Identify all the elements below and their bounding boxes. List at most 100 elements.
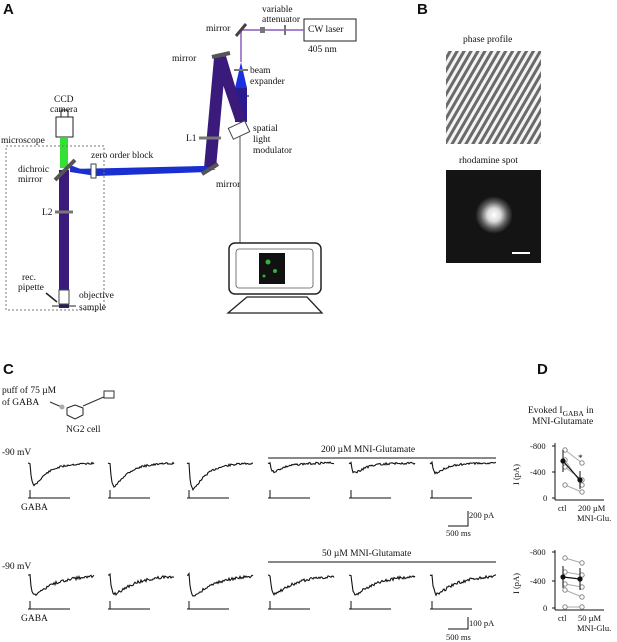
d-plot2-mean-line	[562, 576, 581, 580]
d-plot1-tick-label: 0	[543, 493, 547, 503]
dichroic-label-1: dichroic	[18, 165, 49, 175]
objective-label: objective	[79, 291, 114, 301]
d-plot1-point	[579, 489, 585, 495]
d-plot2-xcat-ctl: ctl	[558, 613, 567, 623]
recording-pipette-icon	[82, 395, 107, 407]
headstage-icon	[103, 390, 115, 399]
d-plot1-pair	[564, 484, 583, 493]
panel-label-d: D	[537, 361, 548, 378]
d-plot1-mean-line	[562, 460, 581, 481]
mirror-left-label: mirror	[172, 54, 197, 64]
phase-profile-label: phase profile	[463, 34, 512, 45]
ng2-cell-icon	[66, 404, 84, 420]
puff-droplet-icon	[59, 404, 65, 410]
attenuator-label-2: attenuator	[262, 15, 301, 25]
d-plot2-tick-label: -400	[530, 576, 546, 586]
d-title-1: Evoked IGABA in	[528, 406, 594, 418]
d-plot1-mean	[560, 458, 566, 464]
dichroic-label-2: mirror	[18, 175, 43, 185]
monitor-green-spot-3	[262, 274, 266, 278]
microscope-label: microscope	[1, 136, 45, 146]
d-plot2-point	[579, 594, 585, 600]
d-plot2-pair	[564, 571, 583, 576]
beam-horizontal-blue-3	[70, 168, 96, 176]
d-plot2-pair	[564, 583, 583, 588]
current-trace	[429, 460, 497, 475]
d-plot2-point	[562, 587, 568, 593]
current-trace	[28, 573, 95, 597]
d-plot1-ylabel: I (pA)	[511, 464, 521, 485]
d-plot-50: -800 -400 0 I (pA) ctl 50 µM MNI-Glu.	[511, 547, 611, 633]
current-trace	[348, 461, 416, 474]
rec-pipette-label-1: rec.	[22, 273, 36, 283]
beam-expander-cone	[235, 62, 247, 88]
rhodamine-spot-label: rhodamine spot	[459, 156, 518, 166]
scale-bar-row2	[448, 617, 469, 630]
beam-mirror-to-lower-mirror	[204, 58, 226, 168]
l1-label: L1	[186, 134, 197, 144]
d-plot1-point	[579, 460, 585, 466]
rec-pipette-icon	[45, 292, 58, 303]
mirror-bottom-label: mirror	[216, 180, 241, 190]
panel-label-b: B	[417, 1, 428, 18]
monitor-image	[259, 253, 285, 284]
current-trace	[186, 462, 254, 492]
holding-potential-row2: -90 mV	[2, 562, 31, 572]
ccd-camera-lens-icon	[60, 109, 69, 118]
scale2-y-label: 100 pA	[469, 618, 495, 628]
sample-label: sample	[79, 303, 106, 313]
current-trace	[107, 461, 175, 488]
holding-potential-row1: -90 mV	[2, 448, 31, 458]
current-trace	[348, 574, 416, 596]
beam-vertical-to-objective	[59, 170, 69, 308]
d-plot1-xcat-drug-1: 200 µM	[578, 503, 606, 513]
d-plot1-point	[562, 482, 568, 488]
slm-label-1: spatial	[253, 124, 278, 134]
green-emission-beam	[60, 138, 68, 168]
rhodamine-spot-blob	[475, 196, 513, 234]
d-plot1-tick-label: -400	[530, 467, 546, 477]
gaba-label-row1: GABA	[21, 503, 48, 513]
d-plot2-pair	[564, 589, 583, 598]
d-title-2: MNI-Glutamate	[532, 417, 593, 427]
current-traces	[27, 460, 497, 610]
d-plot-200: -800 -400 0 I (pA) * ctl 200 µM MNI-Glu.	[511, 441, 611, 523]
slm-icon	[227, 120, 251, 140]
d-plot2-xcat-drug-1: 50 µM	[578, 613, 602, 623]
current-trace	[27, 461, 95, 487]
objective-icon	[58, 289, 70, 305]
beam-expander-label-1: beam	[250, 66, 271, 76]
mirror-left-icon	[211, 51, 231, 59]
d-plot1-xcat-ctl: ctl	[558, 503, 567, 513]
zero-order-block-label: zero order block	[91, 151, 153, 161]
rec-pipette-label-2: pipette	[18, 283, 44, 293]
significance-star: *	[578, 454, 583, 464]
scale-bar-row1	[448, 511, 469, 527]
mirror-top-icon	[234, 23, 248, 37]
d-plot2-ylabel: I (pA)	[511, 573, 521, 594]
d-plot2-point	[562, 555, 568, 561]
laser-label: CW laser	[308, 25, 344, 35]
beam-expander-label-2: expander	[250, 77, 286, 87]
d-plot2-point	[579, 560, 585, 566]
scale1-x-label: 500 ms	[446, 528, 471, 538]
d-plot1-xcat-drug-2: MNI-Glu.	[577, 513, 611, 523]
phase-profile-image	[446, 51, 541, 144]
panel-label-a: A	[3, 1, 14, 18]
beam-horizontal-blue-2	[96, 166, 208, 176]
mirror-bottom-icon	[200, 162, 220, 176]
d-plot2-point	[579, 604, 585, 610]
attenuator-element	[260, 27, 265, 33]
scale1-y-label: 200 pA	[469, 510, 495, 520]
current-trace	[267, 461, 335, 474]
laser-wavelength: 405 nm	[308, 45, 337, 55]
keyboard-icon	[226, 296, 324, 314]
d-plot1-tick-label: -800	[530, 441, 546, 451]
puff-label-2: of GABA	[2, 397, 39, 408]
d-plot2-point	[562, 604, 568, 610]
gaba-label-row2: GABA	[21, 614, 48, 624]
d-plot2-xcat-drug-2: MNI-Glu.	[577, 623, 611, 633]
d-plot2-tick-label: 0	[543, 603, 547, 613]
l2-label: L2	[42, 208, 53, 218]
